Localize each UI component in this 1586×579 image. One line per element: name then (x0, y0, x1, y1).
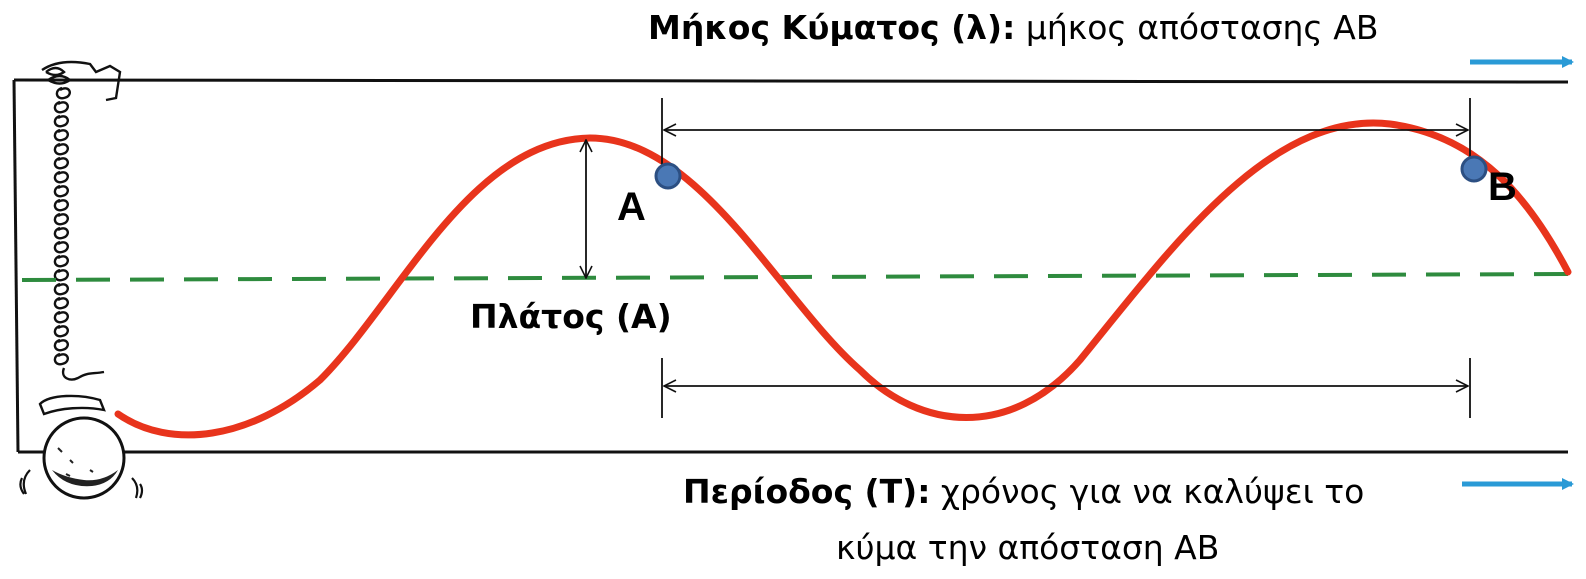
point-a-marker (654, 162, 682, 190)
wave-curve (114, 119, 1572, 439)
weight-ball-icon (19, 416, 144, 500)
amplitude-label: Πλάτος (Α) (470, 297, 672, 336)
period-description-line1: χρόνος για να καλύψει το (940, 472, 1365, 511)
wavelength-dimension (661, 98, 1471, 176)
period-title: Περίοδος (Τ): (683, 472, 931, 511)
wavelength-title: Μήκος Κύματος (λ): (648, 8, 1016, 47)
point-b-label: B (1488, 165, 1517, 209)
period-description-line2: κύμα την απόσταση ΑΒ (836, 528, 1220, 567)
point-b-marker (1460, 155, 1488, 183)
point-a-label: A (617, 185, 646, 229)
spring-coil-icon (38, 60, 122, 416)
wavelength-label: Μήκος Κύματος (λ): μήκος απόστασης ΑΒ (648, 8, 1379, 47)
equilibrium-line (21, 272, 1569, 282)
period-dimension (661, 358, 1471, 418)
period-label: Περίοδος (Τ): χρόνος για να καλύψει το (683, 472, 1463, 511)
frame (12, 78, 1569, 454)
wavelength-description: μήκος απόστασης ΑΒ (1025, 8, 1379, 47)
